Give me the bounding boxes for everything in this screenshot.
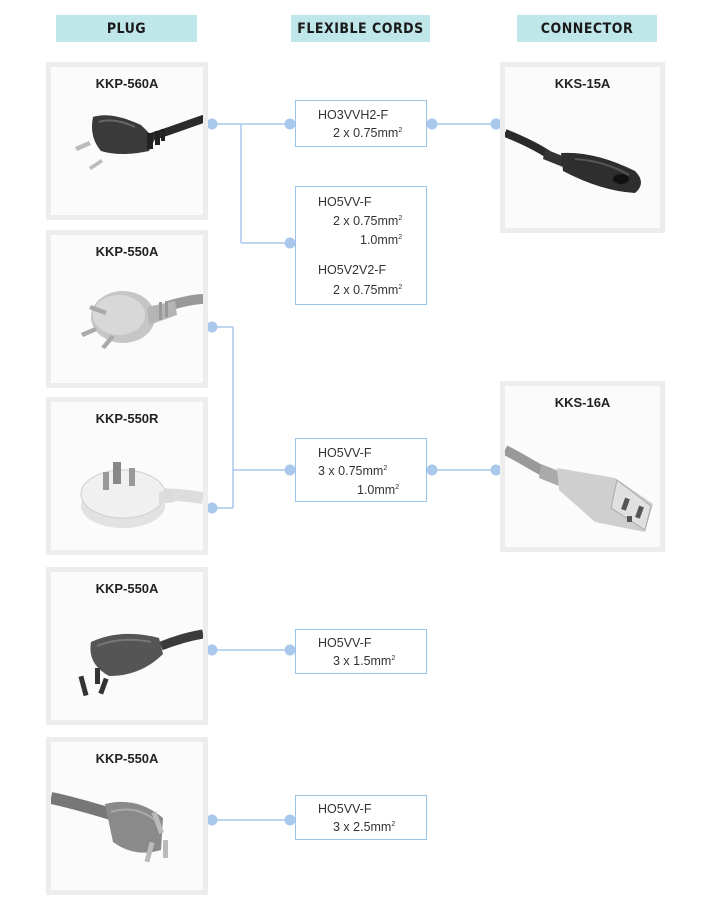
connector-card-kks-16a: KKS-16A xyxy=(500,381,665,552)
three-pin-plug-image xyxy=(78,629,203,697)
cord-size: 2 x 0.75mm2 xyxy=(333,214,403,228)
cord-box-ho5vv-f-3x2.5: HO5VV-F 3 x 2.5mm2 xyxy=(295,795,427,840)
three-pin-plug-image xyxy=(81,291,203,349)
cord-size: 1.0mm2 xyxy=(360,233,403,247)
three-pin-plug-image xyxy=(51,792,168,863)
connector-header: CONNECTOR xyxy=(517,15,657,42)
cord-box-ho3vvh2-f: HO3VVH2-F 2 x 0.75mm2 xyxy=(295,100,427,147)
cord-box-ho5vv-f-ho5v2v2-f: HO5VV-F 2 x 0.75mm2 1.0mm2 HO5V2V2-F 2 x… xyxy=(295,186,427,305)
cord-box-ho5vv-f-3x0.75: HO5VV-F 3 x 0.75mm2 1.0mm2 xyxy=(295,438,427,502)
cord-box-ho5vv-f-3x1.5: HO5VV-F 3 x 1.5mm2 xyxy=(295,629,427,674)
cord-type: HO5VV-F xyxy=(318,636,372,650)
wire-node xyxy=(206,644,218,656)
wire-node xyxy=(284,814,296,826)
wire-node xyxy=(206,502,218,514)
cord-size: 2 x 0.75mm2 xyxy=(333,126,403,140)
wire-node xyxy=(426,118,438,130)
wire-node xyxy=(206,118,218,130)
cord-type: HO5VV-F xyxy=(318,195,372,209)
cord-size: 2 x 0.75mm2 xyxy=(333,283,403,297)
plug-model-label: KKP-550R xyxy=(95,411,159,426)
iec-c13-connector-image xyxy=(505,445,653,532)
plug-card-kkp-550a: KKP-550A xyxy=(46,230,208,388)
plug-model-label: KKP-550A xyxy=(95,581,159,596)
wire-node xyxy=(206,321,218,333)
plug-model-label: KKP-550A xyxy=(95,751,159,766)
plug-header: PLUG xyxy=(56,15,197,42)
cord-type: HO3VVH2-F xyxy=(318,108,389,122)
cord-size: 3 x 0.75mm2 xyxy=(318,464,388,478)
wire-node xyxy=(490,464,502,476)
cord-size: 3 x 2.5mm2 xyxy=(333,820,396,834)
cord-type: HO5V2V2-F xyxy=(318,263,387,277)
cord-type: HO5VV-F xyxy=(318,802,372,816)
connector-model-label: KKS-16A xyxy=(554,395,611,410)
wire-node xyxy=(284,464,296,476)
wire-node xyxy=(284,644,296,656)
connector-model-label: KKS-15A xyxy=(554,76,611,91)
wire-node xyxy=(426,464,438,476)
two-pin-plug-image xyxy=(75,115,203,170)
plug-model-label: KKP-560A xyxy=(95,76,159,91)
cord-type: HO5VV-F xyxy=(318,446,372,460)
figure-8-connector-image xyxy=(505,129,641,193)
wire-node xyxy=(490,118,502,130)
flexible-cords-header: FLEXIBLE CORDS xyxy=(291,15,430,42)
cord-size: 1.0mm2 xyxy=(357,483,400,497)
cord-size: 3 x 1.5mm2 xyxy=(333,654,396,668)
plug-card-kkp-550r: KKP-550R xyxy=(46,397,208,555)
plug-card-kkp-560a: KKP-560A xyxy=(46,62,208,220)
plug-card-kkp-550a-2: KKP-550A xyxy=(46,567,208,725)
wire-node xyxy=(284,237,296,249)
wire-node xyxy=(206,814,218,826)
connector-card-kks-15a: KKS-15A xyxy=(500,62,665,233)
wire-node xyxy=(284,118,296,130)
round-plug-image xyxy=(80,462,203,528)
plug-card-kkp-550a-3: KKP-550A xyxy=(46,737,208,895)
plug-model-label: KKP-550A xyxy=(95,244,159,259)
